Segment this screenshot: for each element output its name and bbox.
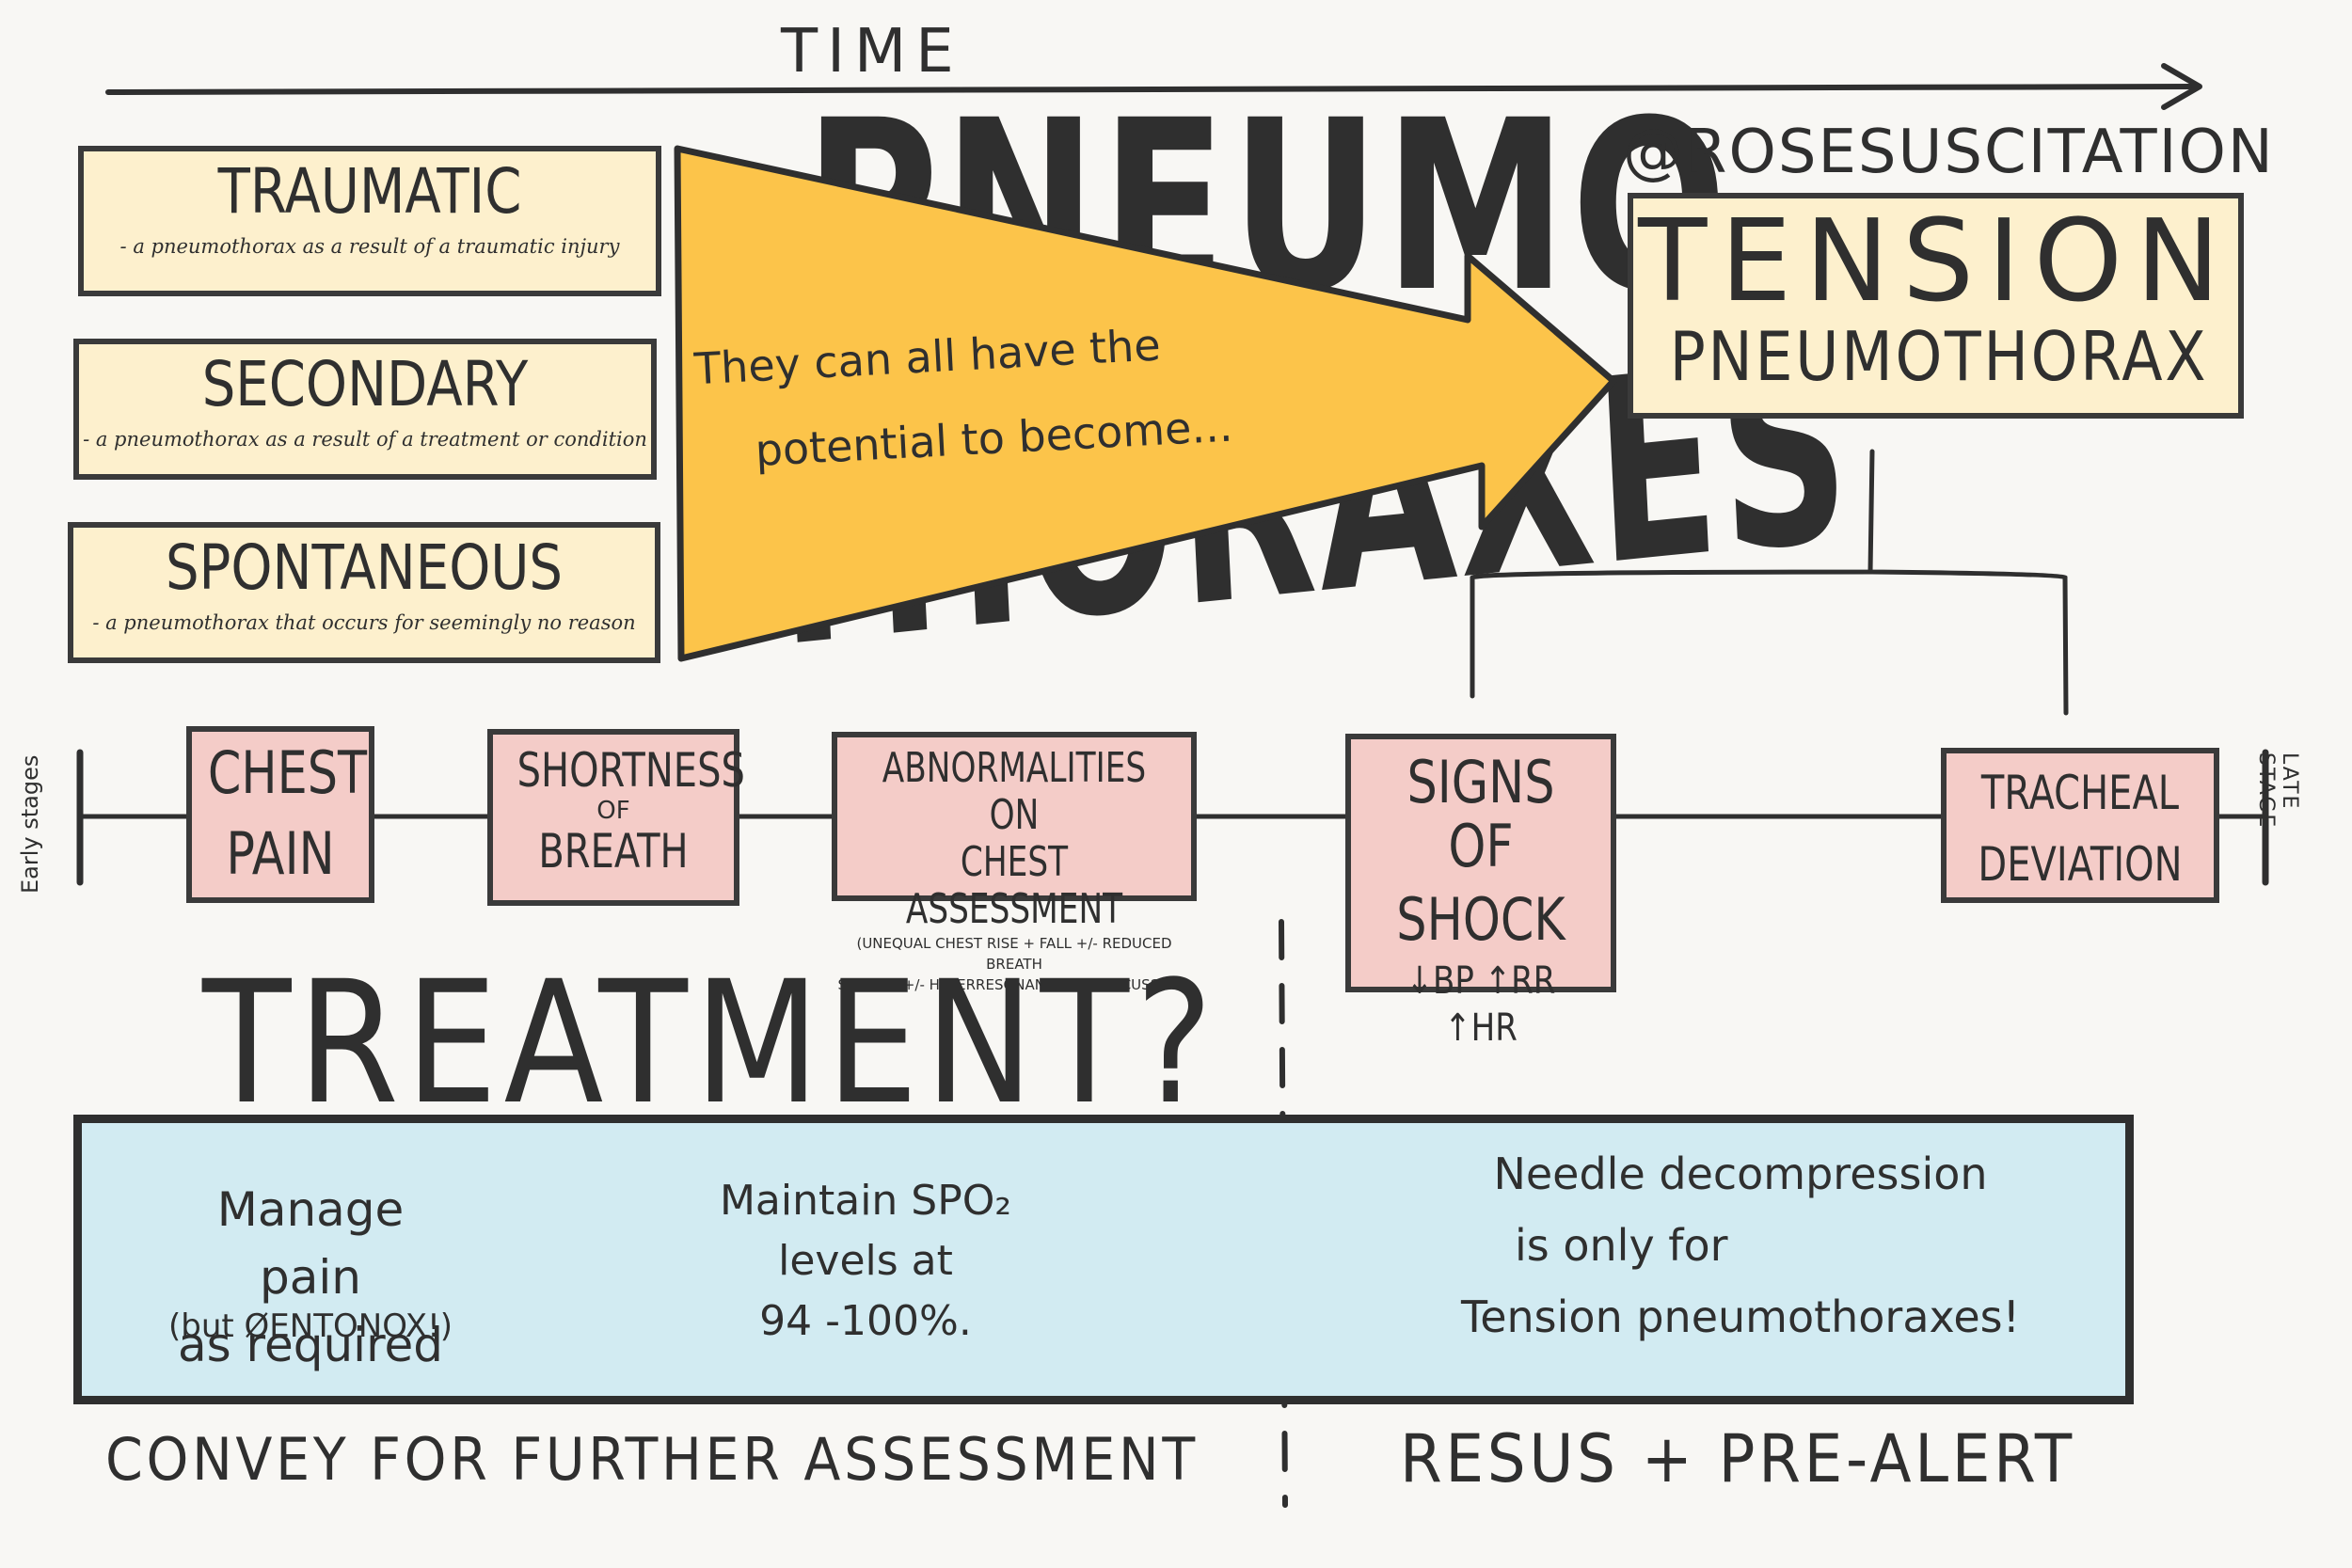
treatment-line: levels at (778, 1237, 953, 1285)
convey-further-assessment: CONVEY FOR FURTHER ASSESSMENT (105, 1425, 1199, 1494)
symptom-line: CHEST (207, 738, 368, 807)
treatment-manage-pain: Manage pain as required (169, 1176, 452, 1379)
type-description: - a pneumothorax that occurs for seeming… (92, 611, 636, 634)
resus-pre-alert: RESUS + PRE-ALERT (1400, 1420, 2075, 1497)
type-box-spontaneous: SPONTANEOUS - a pneumothorax that occurs… (68, 522, 660, 663)
time-label: TIME (781, 17, 963, 87)
symptom-line: SHORTNESS (516, 743, 745, 798)
symptom-chest-assessment: ABNORMALITIES ON CHEST ASSESSMENT (UNEQU… (832, 732, 1197, 993)
shock-vitals: ↓BP ↑RR ↑HR (1406, 959, 1556, 1050)
type-name: SECONDARY (201, 348, 529, 420)
treatment-line: Maintain SPO₂ (719, 1177, 1012, 1225)
type-description: - a pneumothorax as a result of a treatm… (83, 428, 647, 451)
type-description: - a pneumothorax as a result of a trauma… (119, 235, 620, 258)
stage-label-late: LATE STAGE (2254, 752, 2301, 830)
treatment-heading: TREATMENT? (202, 945, 1220, 1142)
time-axis-line (105, 84, 2195, 95)
symptom-line: PAIN (226, 819, 335, 888)
treatment-maintain-spo2: Maintain SPO₂ levels at 94 -100%. (696, 1171, 1035, 1352)
symptom-line: SIGNS OF (1406, 748, 1555, 880)
symptom-chest-pain: CHEST PAIN (186, 726, 374, 903)
symptom-detail: SOUNDS +/- HYPERRESONANCE ON PERCUSSION) (837, 976, 1191, 993)
treatment-needle-decompression: Needle decompression is only for Tension… (1449, 1138, 2032, 1353)
tension-line-2: PNEUMOTHORAX (1669, 317, 2209, 396)
tension-pneumothorax-box: TENSION PNEUMOTHORAX (1628, 193, 2244, 419)
type-box-traumatic: TRAUMATIC - a pneumothorax as a result o… (78, 146, 661, 296)
symptom-shortness-of-breath: SHORTNESS OF BREATH (487, 729, 745, 906)
big-arrow-shape (674, 145, 1617, 662)
type-box-secondary: SECONDARY - a pneumothorax as a result o… (73, 339, 657, 480)
symptom-tracheal-deviation: TRACHEAL DEVIATION (1941, 748, 2219, 903)
treatment-line: as required (177, 1318, 444, 1372)
symptom-line: OF (596, 797, 630, 825)
symptom-line: DEVIATION (1978, 837, 2183, 892)
treatment-line: Needle decompression (1493, 1148, 1988, 1199)
treatment-panel (73, 1115, 2134, 1404)
arrow-text: They can all have the potential to becom… (692, 294, 1322, 496)
symptom-line: SHOCK (1396, 885, 1565, 954)
symptom-line: TRACHEAL (1980, 766, 2180, 820)
symptom-signs-of-shock: SIGNS OF SHOCK ↓BP ↑RR ↑HR (1345, 734, 1616, 1050)
symptom-line: BREATH (538, 824, 689, 879)
tension-connector (1470, 449, 2069, 716)
time-axis-arrowhead (2161, 63, 2202, 110)
treatment-line: 94 -100%. (759, 1297, 972, 1345)
type-name: SPONTANEOUS (165, 531, 564, 604)
symptom-line: CHEST ASSESSMENT (905, 838, 1123, 933)
treatment-line: Manage pain (216, 1182, 405, 1305)
treatment-entonox-note: (but ØENTONOX!) (168, 1307, 453, 1345)
symptom-detail: (UNEQUAL CHEST RISE + FALL +/- REDUCED B… (856, 935, 1172, 973)
symptom-line: ABNORMALITIES ON (882, 744, 1147, 839)
treatment-line: is only for (1515, 1220, 1728, 1271)
author-handle: @ROSESUSCITATION (1623, 118, 2275, 187)
tension-line-1: TENSION (1638, 197, 2233, 327)
treatment-line: Tension pneumothoraxes! (1460, 1291, 2021, 1342)
type-name: TRAUMATIC (217, 155, 522, 228)
stage-label-early: Early stages (17, 754, 43, 894)
